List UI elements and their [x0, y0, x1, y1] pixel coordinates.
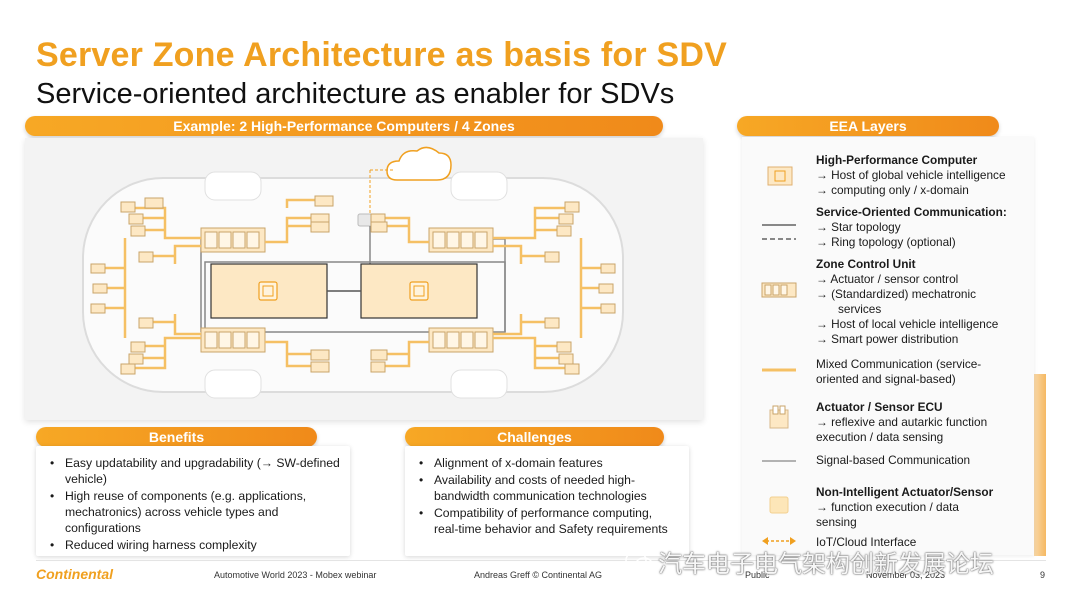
slide-title: Server Zone Architecture as basis for SD… [36, 36, 727, 74]
ecu-icon [769, 405, 789, 429]
legend-non-intelligent: Non-Intelligent Actuator/Sensor → functi… [742, 485, 1034, 533]
architecture-diagram [25, 138, 703, 420]
wiring-left [105, 198, 315, 370]
legend-signal-communication: Signal-based Communication [742, 453, 1034, 473]
list-item: Availability and costs of needed high-ba… [419, 472, 679, 504]
eea-layers-legend: High-Performance Computer → Host of glob… [742, 137, 1034, 555]
double-arrow-icon [762, 537, 796, 545]
zone-unit-icon [761, 282, 797, 298]
legend-zone-control: Zone Control Unit → Actuator / sensor co… [742, 257, 1034, 347]
challenges-card: Alignment of x-domain features Availabil… [405, 446, 689, 556]
list-item: High reuse of components (e.g. applicati… [50, 488, 340, 536]
chip-icon [258, 281, 278, 301]
sensor-icon [769, 496, 789, 514]
watermark-text: 汽车电子电气架构创新发展论坛 [658, 551, 994, 578]
legend-service-oriented: Service-Oriented Communication: → Star t… [742, 205, 1034, 251]
vehicle-diagram-svg [82, 146, 624, 399]
line-icon [762, 224, 796, 240]
footer-classification: Public [745, 570, 770, 580]
legend-mixed-communication: Mixed Communication (service- oriented a… [742, 357, 1034, 389]
footer-event: Automotive World 2023 - Mobex webinar [214, 570, 377, 580]
benefits-band: Benefits [36, 427, 317, 447]
legend-iot-cloud: IoT/Cloud Interface [742, 535, 1034, 553]
eea-layers-band: EEA Layers [737, 116, 999, 136]
cloud-icon [386, 146, 452, 181]
wheel-rear-left [204, 369, 262, 399]
page-number: 9 [1040, 570, 1046, 580]
actuator-ecus [90, 195, 616, 375]
wiring-right [385, 206, 601, 370]
wheel-front-left [204, 171, 262, 201]
challenges-band: Challenges [405, 427, 664, 447]
footer-divider [36, 560, 1046, 561]
zone-front-left [200, 227, 266, 253]
list-item: Reduced wiring harness complexity [50, 537, 340, 553]
continental-logo: Continental [36, 566, 113, 582]
line-icon [762, 368, 796, 372]
zone-rear-right [428, 327, 494, 353]
chip-icon [767, 166, 793, 186]
benefits-card: Easy updatability and upgradability (→ S… [36, 446, 350, 556]
wheel-front-right [450, 171, 508, 201]
line-icon [762, 460, 796, 462]
legend-hpc: High-Performance Computer → Host of glob… [742, 153, 1034, 199]
list-item: Alignment of x-domain features [419, 455, 679, 471]
example-band: Example: 2 High-Performance Computers / … [25, 116, 663, 136]
zone-front-right [428, 227, 494, 253]
wheel-rear-right [450, 369, 508, 399]
list-item: Easy updatability and upgradability (→ S… [50, 455, 340, 487]
legend-actuator-ecu: Actuator / Sensor ECU → reflexive and au… [742, 400, 1034, 448]
chip-icon [409, 281, 429, 301]
decorative-edge [1034, 374, 1046, 556]
wechat-icon [625, 551, 653, 571]
zone-rear-left [200, 327, 266, 353]
footer-date: November 03, 2023 [866, 570, 946, 580]
footer-author: Andreas Greff © Continental AG [474, 570, 603, 580]
slide-subtitle: Service-oriented architecture as enabler… [36, 78, 675, 110]
list-item: Compatibility of performance computing, … [419, 505, 679, 537]
